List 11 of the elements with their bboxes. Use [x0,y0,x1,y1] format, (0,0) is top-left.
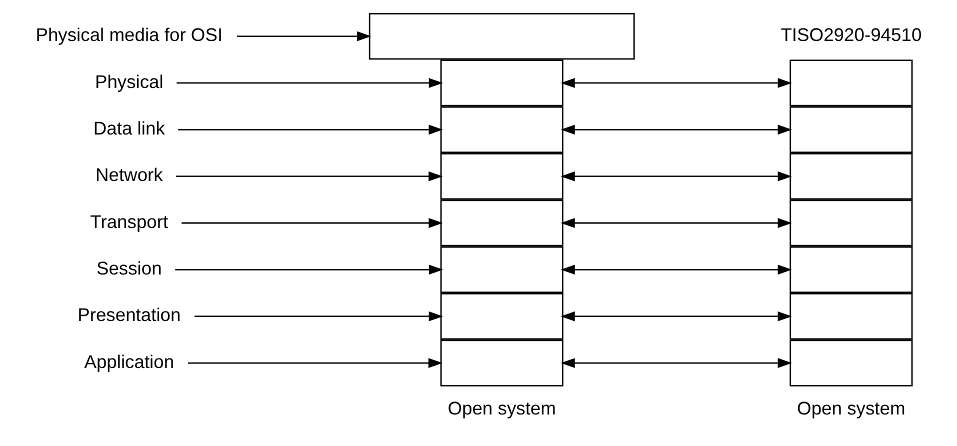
label: Open system [797,398,906,419]
node-text: Data link [93,117,165,138]
node-text: Session [96,257,162,278]
label: TISO2920-94510 [780,24,922,46]
node-text: Physical [94,70,164,92]
node-text: Presentation [78,304,181,326]
node-text: Physical media for OSI [36,24,223,46]
node-text: Transport [90,210,168,232]
node-text: Network [95,164,163,186]
label: Open system [448,398,556,419]
node-text: Application [84,350,174,372]
